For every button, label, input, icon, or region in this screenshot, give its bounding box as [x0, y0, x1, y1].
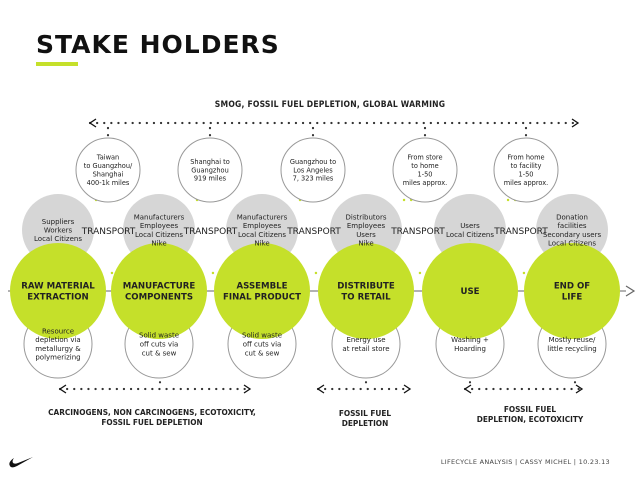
stage-circle-5 [422, 243, 518, 339]
stage-circle-6 [524, 243, 620, 339]
transport-label-4: TRANSPORT [390, 227, 445, 237]
distance-circle-1 [75, 137, 141, 203]
bottom-left-range-head-left [58, 384, 67, 394]
impact-label-5: Washing +Hoarding [451, 336, 489, 353]
impact-label-6: Mostly reuse/little recycling [547, 336, 597, 353]
top-impact-range-head-right [571, 118, 580, 128]
distance-circle-5 [493, 137, 559, 203]
distance-circle-3 [280, 137, 346, 203]
bottom-middle-range-head-left [316, 384, 325, 394]
distance-circle-4 [392, 137, 458, 203]
bottom-left-range-head-right [243, 384, 252, 394]
stage-circle-2 [111, 243, 207, 339]
bottom-right-range-head-left [463, 384, 472, 394]
transport-label-5: TRANSPORT [493, 227, 548, 237]
transport-label-3: TRANSPORT [286, 227, 341, 237]
bottom-right-range-head-right [575, 384, 584, 394]
timeline-arrowhead [625, 285, 636, 297]
title-underline [36, 62, 78, 66]
transport-label-1: TRANSPORT [81, 227, 136, 237]
bottom-middle-range-head-right [403, 384, 412, 394]
bottom-impact-right: FOSSIL FUEL DEPLETION, ECOTOXICITY [476, 404, 584, 424]
stage-circle-4 [318, 243, 414, 339]
transport-label-2: TRANSPORT [183, 227, 238, 237]
footer-credit: LIFECYCLE ANALYSIS | CASSY MICHEL | 10.2… [440, 458, 610, 466]
bottom-impact-middle: FOSSIL FUEL DEPLETION [338, 408, 392, 428]
top-impact-label: SMOG, FOSSIL FUEL DEPLETION, GLOBAL WARM… [214, 100, 446, 110]
top-impact-range-head-left [88, 118, 97, 128]
nike-logo [9, 457, 33, 468]
stage-circle-3 [214, 243, 310, 339]
page-title: STAKE HOLDERS [36, 30, 280, 59]
bottom-impact-left: CARCINOGENS, NON CARCINOGENS, ECOTOXICIT… [48, 407, 256, 427]
stage-circle-1 [10, 243, 106, 339]
stage-label-5: USE [460, 287, 479, 297]
distance-circle-2 [177, 137, 243, 203]
